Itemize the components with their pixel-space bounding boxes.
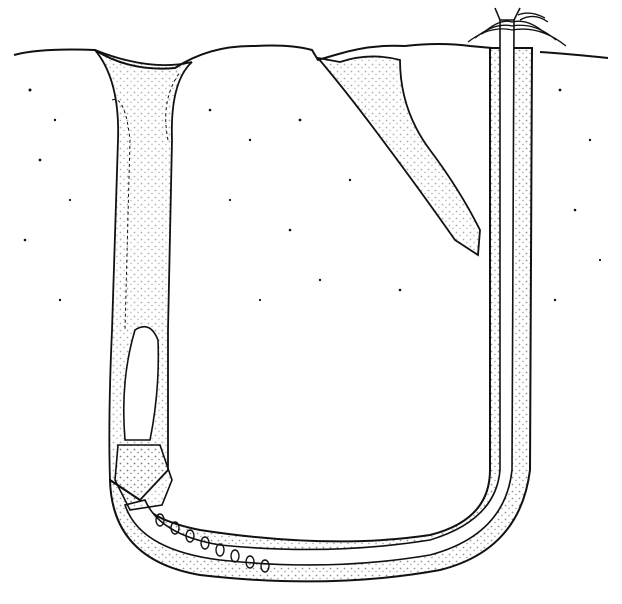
tail-shaft xyxy=(495,8,520,20)
fecal-cast-mound xyxy=(468,13,566,46)
